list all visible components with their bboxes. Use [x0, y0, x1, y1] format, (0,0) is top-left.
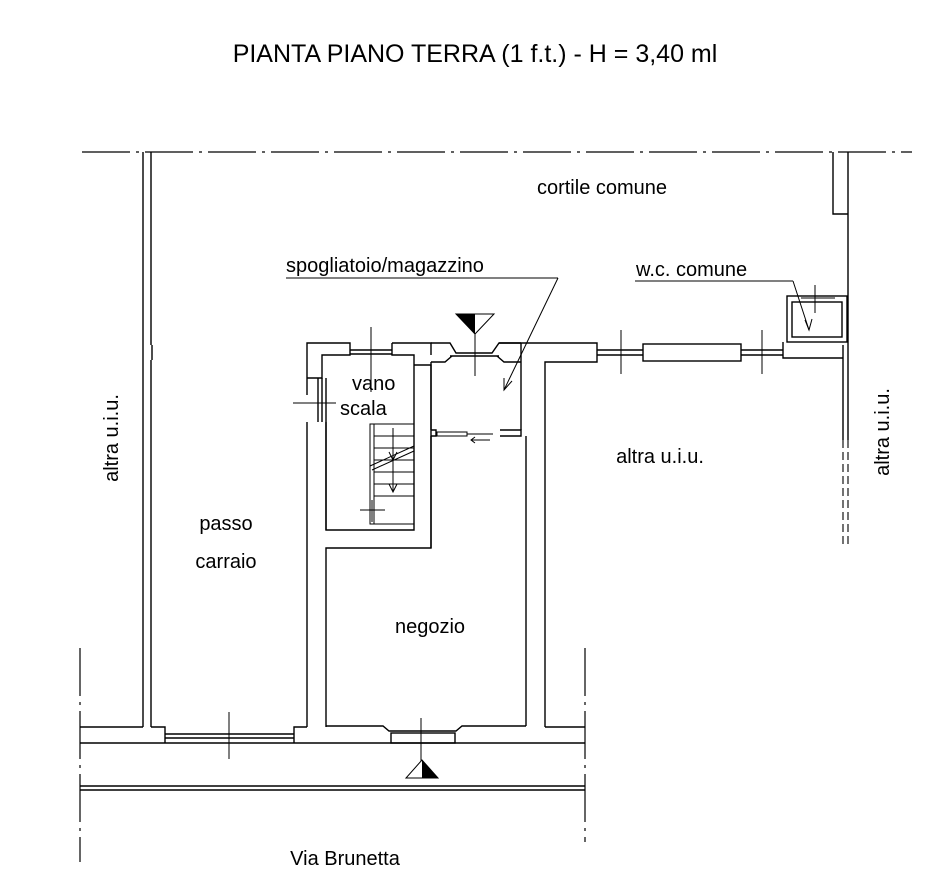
- label-other-unit-center: altra u.i.u.: [616, 446, 704, 468]
- wc-callout: w.c. comune: [635, 259, 813, 332]
- left-boundary-wall: [142, 152, 153, 727]
- label-storage: spogliatoio/magazzino: [286, 255, 484, 277]
- label-other-unit-right: altra u.i.u.: [872, 388, 894, 476]
- label-courtyard: cortile comune: [537, 177, 667, 199]
- label-shop: negozio: [395, 616, 465, 638]
- rear-wall-right: [499, 330, 783, 727]
- stair-core: vano scala: [293, 327, 432, 727]
- label-wc: w.c. comune: [635, 259, 747, 281]
- label-other-unit-left: altra u.i.u.: [101, 394, 123, 482]
- storage-room: [430, 313, 522, 444]
- wc-room: [782, 285, 848, 359]
- right-boundary-wall: [832, 152, 849, 545]
- label-street: Via Brunetta: [290, 848, 401, 870]
- shop-room: [326, 436, 527, 779]
- plan-title: PIANTA PIANO TERRA (1 f.t.) - H = 3,40 m…: [233, 40, 718, 68]
- label-driveway-1: passo: [199, 513, 252, 535]
- label-stair-2: scala: [340, 398, 388, 420]
- label-driveway-2: carraio: [195, 551, 256, 573]
- front-wall: [79, 648, 586, 862]
- storage-callout: spogliatoio/magazzino: [286, 255, 559, 392]
- label-stair-1: vano: [352, 373, 395, 395]
